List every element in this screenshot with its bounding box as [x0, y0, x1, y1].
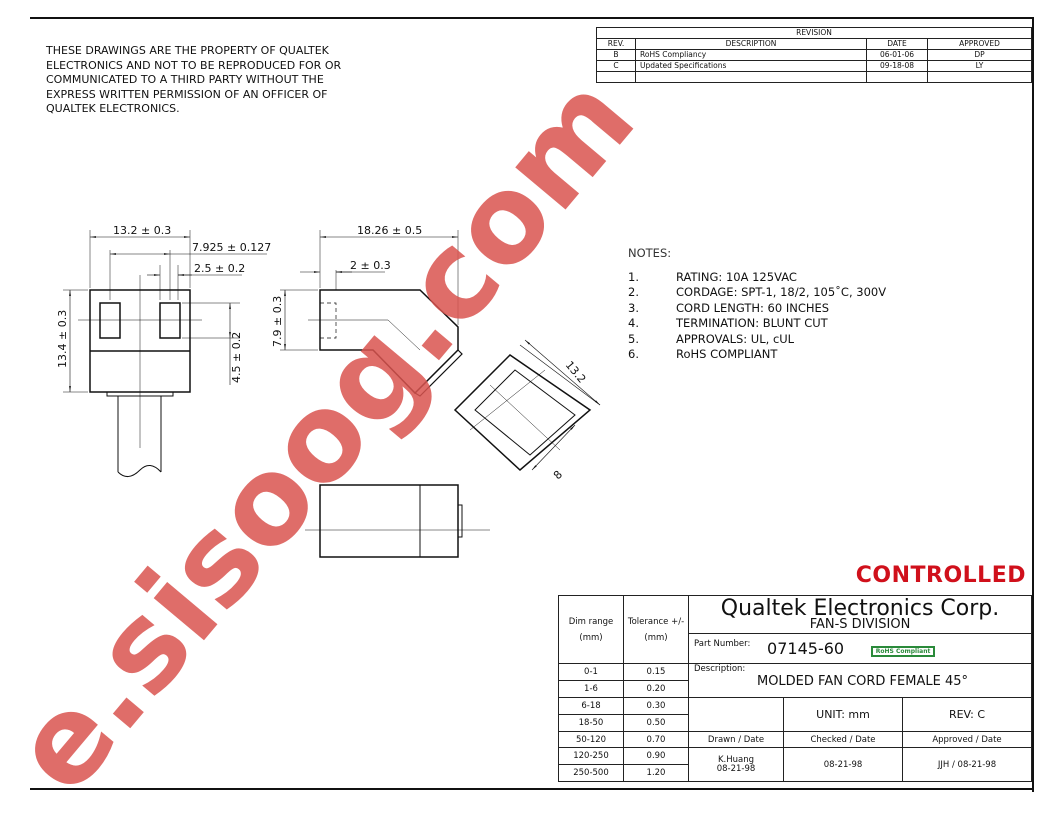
notes: NOTES: 1. RATING: 10A 125VAC 2. CORDAGE: S… [628, 246, 886, 363]
company-name: Qualtek Electronics Corp. [720, 595, 1000, 621]
approved-date: JJH / 08-21-98 [902, 747, 1032, 782]
note-text: CORDAGE: SPT-1, 18/2, 105˚C, 300V [676, 285, 887, 299]
note-num: 3. [628, 300, 639, 315]
drawn-date: 08-21-98 [716, 763, 756, 774]
dim-pin-width: 2.5 ± 0.2 [194, 262, 245, 275]
front-view [63, 230, 267, 477]
bottom-view [305, 484, 490, 558]
note-text: CORD LENGTH: 60 INCHES [676, 300, 830, 315]
approved-label: Approved / Date [902, 731, 1032, 748]
dim-pin-spacing: 7.925 ± 0.127 [192, 241, 271, 254]
revision-row-empty [596, 71, 1032, 83]
tolerance-header: Tolerance +/- (mm) [623, 595, 689, 664]
dim-height: 13.4 ± 0.3 [56, 310, 69, 368]
tolerance-cell: 0.15 [623, 663, 689, 681]
note-num: 6. [628, 347, 639, 361]
unit: UNIT: mm [783, 697, 903, 732]
description: MOLDED FAN CORD FEMALE 45° [756, 674, 968, 689]
side-view [280, 230, 463, 397]
note-item: 4. TERMINATION: BLUNT CUT [628, 316, 886, 332]
dim-side-offset: 2 ± 0.3 [350, 259, 391, 272]
note-item: 6. RoHS COMPLIANT [628, 347, 886, 363]
note-item: 3. CORD LENGTH: 60 INCHES [628, 301, 886, 317]
drawing-frame [30, 17, 1034, 792]
revision-table: REVISION REV. DESCRIPTION DATE APPROVED … [596, 27, 1032, 83]
dim-range-cell: 0-1 [558, 663, 624, 681]
property-notice: THESE DRAWINGS ARE THE PROPERTY OF QUALT… [46, 44, 342, 115]
notes-title: NOTES: [628, 246, 672, 260]
tolerance-cell: 0.50 [623, 714, 689, 732]
note-text: TERMINATION: BLUNT CUT [676, 316, 828, 330]
end-view [453, 339, 601, 472]
checked-date: 08-21-98 [783, 747, 903, 782]
description-label: Description: [694, 664, 746, 674]
dim-range-header: Dim range (mm) [558, 595, 624, 664]
controlled-stamp: CONTROLLED [855, 563, 1026, 588]
drawn-label: Drawn / Date [688, 731, 784, 748]
tolerance-cell: 0.70 [623, 731, 689, 748]
division: FAN-S DIVISION [809, 616, 911, 632]
note-num: 4. [628, 316, 639, 330]
note-item: 5. APPROVALS: UL, cUL [628, 332, 886, 348]
part-number: 07145-60 [767, 639, 845, 658]
note-num: 5. [628, 331, 639, 346]
dim-diag-b: 8 [551, 468, 565, 482]
dim-range-cell: 1-6 [558, 680, 624, 698]
dim-pin-height: 4.5 ± 0.2 [230, 332, 243, 383]
tolerance-cell: 1.20 [623, 764, 689, 782]
drawn-by: K.Huang [717, 754, 755, 765]
tolerance-cell: 0.20 [623, 680, 689, 698]
note-item: 2. CORDAGE: SPT-1, 18/2, 105˚C, 300V [628, 285, 886, 301]
dim-range-cell: 250-500 [558, 764, 624, 782]
checked-label: Checked / Date [783, 731, 903, 748]
tolerance-cell: 0.30 [623, 697, 689, 715]
dim-range-cell: 120-250 [558, 747, 624, 765]
dim-range-cell: 18-50 [558, 714, 624, 732]
note-num: 2. [628, 285, 639, 299]
dim-range-cell: 6-18 [558, 697, 624, 715]
dim-side-length: 18.26 ± 0.5 [357, 224, 422, 237]
title-block: Dim range (mm) Tolerance +/- (mm) Qualte… [558, 595, 1032, 782]
note-text: RATING: 10A 125VAC [676, 269, 797, 284]
note-text: APPROVALS: UL, cUL [676, 331, 795, 346]
note-num: 1. [628, 269, 639, 284]
note-text: RoHS COMPLIANT [676, 347, 778, 361]
note-item: 1. RATING: 10A 125VAC [628, 270, 886, 286]
rohs-badge: RoHS Compliant [870, 646, 936, 657]
dim-side-height: 7.9 ± 0.3 [271, 296, 284, 347]
dim-width: 13.2 ± 0.3 [113, 224, 171, 237]
dim-diag-a: 13.2 [563, 359, 589, 386]
revision-value: REV: C [902, 697, 1032, 732]
drawing-frame-bottom [30, 788, 1034, 790]
tolerance-cell: 0.90 [623, 747, 689, 765]
part-number-label: Part Number: [694, 639, 751, 649]
dim-range-cell: 50-120 [558, 731, 624, 748]
